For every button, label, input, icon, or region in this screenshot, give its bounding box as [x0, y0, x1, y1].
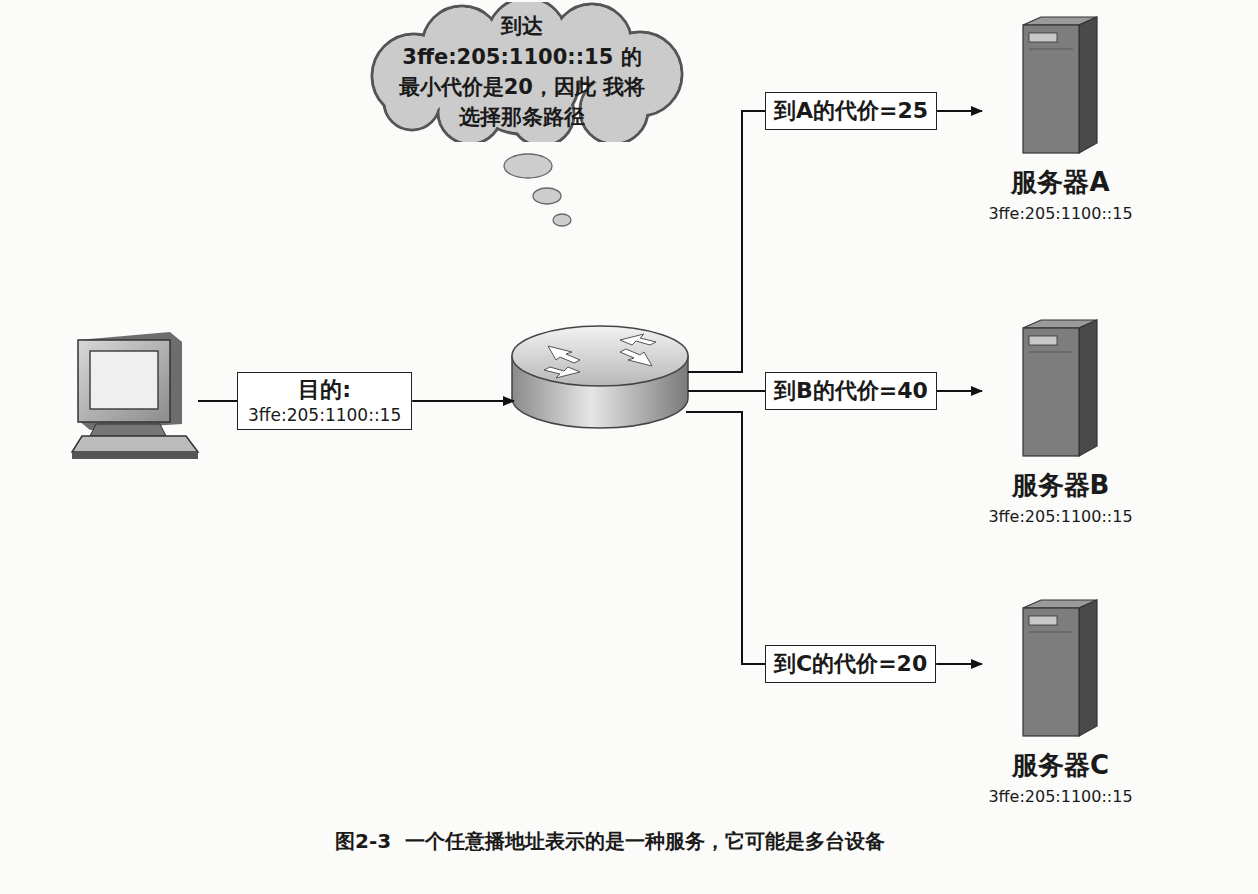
thought-text: 到达3ffe:205:1100::15 的最小代价是20，因此 我将选择那条路径 — [397, 11, 647, 133]
wire-arrow — [412, 400, 514, 402]
router-wires — [198, 111, 765, 664]
server-node: 服务器A3ffe:205:1100::15 — [982, 15, 1139, 223]
cost-label-box: 到B的代价=40 — [765, 372, 937, 410]
server-name: 服务器A — [982, 165, 1139, 200]
server-node: 服务器C3ffe:205:1100::15 — [982, 598, 1139, 806]
cost-text: 到B的代价=40 — [774, 376, 928, 406]
server-node: 服务器B3ffe:205:1100::15 — [982, 318, 1139, 526]
server-icon — [1021, 318, 1101, 458]
address-text: 3ffe:205:1100::15 — [982, 787, 1139, 806]
packet-heading: 目的: — [248, 375, 401, 405]
wire — [198, 400, 237, 402]
server-icon — [1021, 15, 1101, 155]
cost-text: 到C的代价=20 — [774, 649, 927, 679]
server-icon — [1021, 598, 1101, 738]
server-name: 服务器C — [982, 748, 1139, 783]
wire — [688, 390, 765, 392]
cost-label-box: 到C的代价=20 — [765, 645, 936, 683]
wire — [686, 412, 765, 664]
connector-arrow — [936, 663, 982, 665]
computer-icon — [72, 332, 198, 459]
figure-caption: 图2-3 一个任意播地址表示的是一种服务，它可能是多台设备 — [0, 828, 1220, 855]
connector-arrow — [937, 110, 982, 112]
connector-arrow — [937, 390, 982, 392]
address-text: 3ffe:205:1100::15 — [982, 204, 1139, 223]
packet-label-box: 目的:3ffe:205:1100::15 — [237, 372, 412, 430]
thought-cloud: 到达3ffe:205:1100::15 的最小代价是20，因此 我将选择那条路径 — [352, 2, 692, 142]
server-name: 服务器B — [982, 468, 1139, 503]
wire — [688, 111, 765, 372]
thought-bubbles — [504, 154, 571, 226]
address-text: 3ffe:205:1100::15 — [982, 507, 1139, 526]
router-icon — [512, 326, 688, 428]
cost-text: 到A的代价=25 — [774, 96, 928, 126]
cost-label-box: 到A的代价=25 — [765, 92, 937, 130]
address-text: 3ffe:205:1100::15 — [248, 405, 401, 425]
